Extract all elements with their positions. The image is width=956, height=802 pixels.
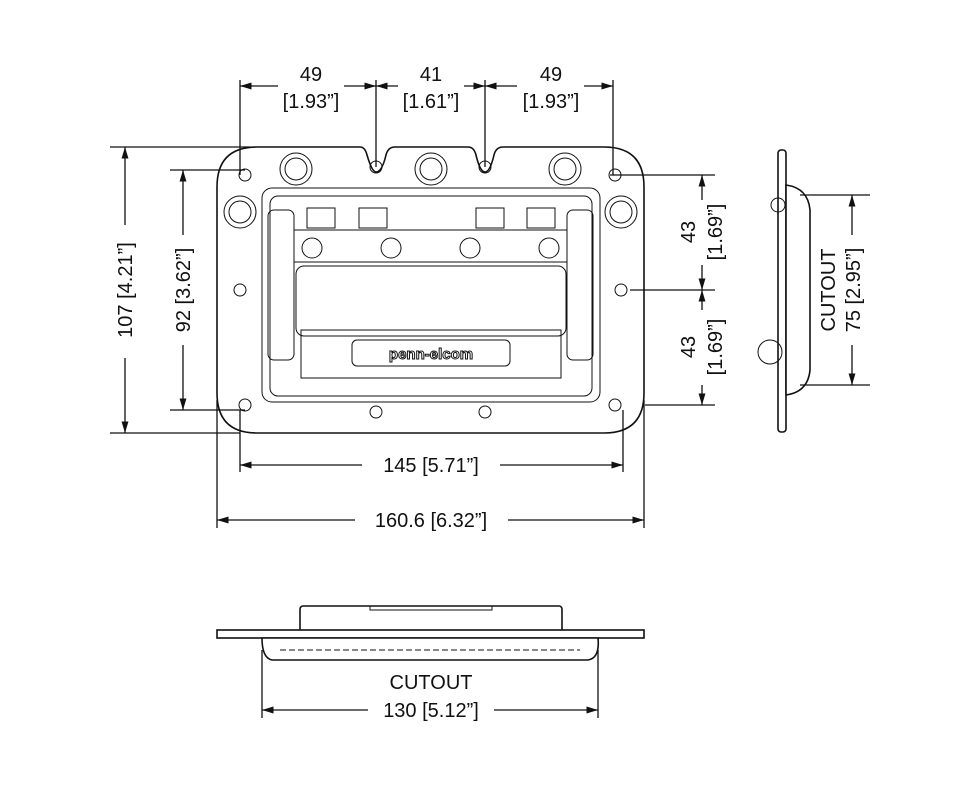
left-dimensions: 107 [4.21”] 92 [3.62”] [110,146,250,434]
front-view: penn-elcom [216,146,645,434]
hinge-tabs [306,207,556,229]
dim-right-upper-mm: 43 [678,221,700,243]
dim-top-right-in: [1.93”] [523,91,580,113]
dim-right-lower-mm: 43 [678,336,700,358]
dim-overall-height: 107 [4.21”] [115,242,137,338]
dim-top-left-mm: 49 [300,64,322,86]
dim-hole-height: 92 [3.62”] [173,248,195,333]
rivets [301,237,560,259]
bottom-cutout-value: 130 [5.12”] [383,700,479,722]
brand-logo: penn-elcom [389,346,473,363]
dim-top-right-mm: 49 [540,64,562,86]
right-dimensions: 43 [1.69”] 43 [1.69”] [610,174,727,406]
dim-top-center-in: [1.61”] [403,91,460,113]
screw-bosses [223,152,638,229]
dim-hole-width: 145 [5.71”] [383,455,479,477]
top-dimensions: 49 [1.93”] 41 [1.61”] 49 [1.93”] [239,64,614,175]
dim-top-left-in: [1.93”] [283,91,340,113]
side-view: CUTOUT 75 [2.95”] [757,149,870,433]
logo-plate [351,339,511,367]
bottom-view: CUTOUT 130 [5.12”] [216,605,645,722]
dim-right-lower-in: [1.69”] [705,319,727,376]
logo-edge [369,605,493,611]
bottom-cutout-label: CUTOUT [390,672,473,694]
dim-right-upper-in: [1.69”] [705,204,727,261]
dim-overall-width: 160.6 [6.32”] [375,510,487,532]
side-cutout-value: 75 [2.95”] [843,248,865,333]
dim-top-center-mm: 41 [420,64,442,86]
bottom-dimensions: 145 [5.71”] 160.6 [6.32”] [216,400,645,532]
side-cutout-label: CUTOUT [818,249,840,332]
